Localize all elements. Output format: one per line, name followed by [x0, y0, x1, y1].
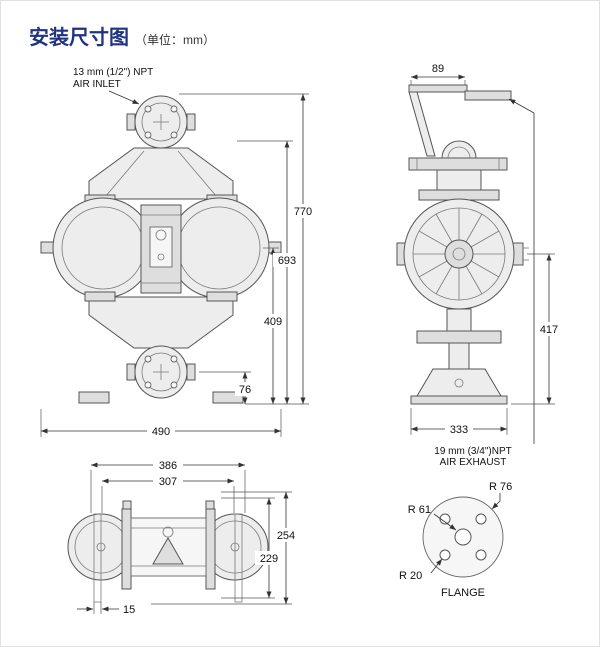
dim-417: 417 — [540, 324, 558, 336]
r20-leader — [430, 558, 443, 574]
page-header: 安装尺寸图 （单位：mm） — [29, 21, 215, 50]
side-dimensions: 417 333 — [410, 253, 563, 436]
dim-307: 307 — [159, 476, 177, 488]
front-bottom-flange — [78, 345, 244, 404]
unit-note: （单位：mm） — [135, 33, 215, 47]
page-title: 安装尺寸图 — [29, 25, 129, 49]
air-inlet-label-line1: 13 mm (1/2") NPT — [73, 67, 153, 78]
flange-bolt-hole — [439, 513, 451, 525]
front-dimensions: 770 693 409 76 490 — [40, 93, 317, 438]
dim-693: 693 — [278, 255, 296, 267]
plan-dimension-15: 15 — [77, 602, 135, 616]
front-view: 13 mm (1/2") NPT AIR INLET — [40, 67, 317, 438]
dim-15: 15 — [123, 604, 135, 616]
plan-view: 386 307 — [67, 458, 300, 616]
front-upper-manifold — [84, 147, 238, 205]
side-view: 89 — [396, 63, 563, 468]
dim-89: 89 — [432, 63, 444, 75]
flange-bolt-hole — [439, 549, 451, 561]
side-diaphragm-housing — [396, 198, 529, 310]
dim-409: 409 — [264, 316, 282, 328]
plan-body — [67, 500, 269, 603]
air-exhaust-callout: 19 mm (3/4")NPT AIR EXHAUST — [434, 98, 535, 468]
front-chambers — [40, 197, 282, 299]
air-exhaust-leader — [508, 98, 535, 444]
dim-333: 333 — [450, 424, 468, 436]
plan-dimensions-right: 254 229 — [151, 491, 300, 605]
front-center-body — [140, 204, 182, 294]
flange-bolt-hole — [475, 513, 487, 525]
r61-leader — [433, 513, 457, 531]
flange-detail: R 76 R 61 R 20 FLANGE — [399, 481, 512, 599]
dim-76: 76 — [239, 384, 251, 396]
side-top-bracket — [408, 84, 512, 201]
side-base — [410, 308, 508, 405]
label-r20: R 20 — [399, 570, 422, 582]
front-lower-manifold — [84, 291, 238, 349]
front-top-flange — [126, 95, 196, 149]
r76-leader — [491, 493, 501, 510]
flange-bolt-hole — [475, 549, 487, 561]
dim-254: 254 — [277, 530, 295, 542]
label-r76: R 76 — [489, 481, 512, 493]
air-exhaust-label-line2: AIR EXHAUST — [440, 457, 507, 468]
dim-490: 490 — [152, 426, 170, 438]
air-inlet-leader — [108, 90, 140, 105]
dim-770: 770 — [294, 206, 312, 218]
label-r61: R 61 — [408, 504, 431, 516]
front-foot-left — [78, 391, 110, 404]
air-inlet-label-line2: AIR INLET — [73, 79, 121, 90]
plan-dimensions-top: 386 307 — [90, 458, 246, 513]
dim-386: 386 — [159, 460, 177, 472]
flange-caption: FLANGE — [441, 587, 485, 599]
flange-center-hole — [454, 528, 472, 546]
dim-229: 229 — [260, 553, 278, 565]
air-exhaust-label-line1: 19 mm (3/4")NPT — [434, 446, 511, 457]
